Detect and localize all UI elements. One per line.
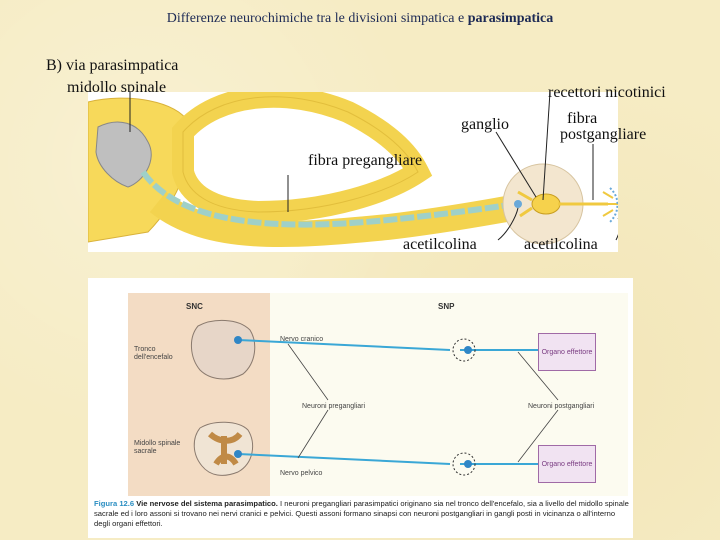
caption-body: I neuroni pregangliari parasimpatici ori… — [94, 499, 629, 528]
title-emphasis: parasimpatica — [467, 11, 554, 26]
acetylcholine-right-label: acetilcolina — [524, 236, 598, 253]
grey-matter-shape — [95, 121, 152, 188]
textbook-figure: SNC SNP Tronco dell'encefalo Midollo spi… — [88, 278, 633, 538]
preganglionic-axon — [140, 170, 517, 228]
cranial-preganglionic-path — [237, 339, 451, 351]
section-label: B) via parasimpatica — [46, 57, 179, 74]
postganglionic-fiber-label-line2: postgangliare — [560, 126, 647, 143]
postganglionic-neuron-body — [531, 193, 561, 215]
acetylcholine-pointer-left — [497, 207, 519, 241]
effector-organ-top: Organo effettore — [538, 333, 596, 371]
title-prefix: Differenze neurochimiche tra le division… — [166, 11, 468, 26]
preganglionic-leader-bottom — [297, 409, 329, 459]
ganglion-circle-bottom — [452, 452, 476, 476]
effector-terminals — [602, 191, 618, 217]
sacral-cord-label-line2: sacrale — [134, 448, 157, 455]
pathway-svg — [88, 92, 618, 248]
slide-title: Differenze neurochimiche tra le division… — [0, 11, 720, 27]
parasympathetic-pathway-illustration — [88, 92, 618, 252]
ganglion-label: ganglio — [461, 116, 509, 133]
postganglionic-processes — [517, 190, 608, 218]
snp-header: SNP — [438, 302, 455, 311]
preganglionic-neurons-label: Neuroni pregangliari — [302, 403, 366, 410]
brainstem-label-line1: Tronco — [134, 346, 156, 353]
synapse-terminal — [514, 200, 522, 208]
acetylcholine-pointer-right — [615, 218, 618, 241]
effector-organ-bottom: Organo effettore — [538, 445, 596, 483]
postganglionic-leader-top — [517, 351, 559, 401]
postganglionic-leader-bottom — [517, 409, 559, 463]
caption-title: Vie nervose del sistema parasimpatico. — [136, 499, 278, 508]
snc-header: SNC — [186, 302, 203, 311]
nerve-loop-outline — [182, 96, 419, 213]
sacral-grey-matter — [207, 431, 243, 466]
caption-figure-number: Figura 12.6 — [94, 499, 135, 508]
brainstem-label-line2: dell'encefalo — [134, 354, 173, 361]
nicotinic-receptors-label: recettori nicotinici — [548, 84, 666, 101]
neuron-markers — [234, 336, 472, 468]
spinal-cord-label: midollo spinale — [67, 79, 167, 96]
figure-svg — [191, 320, 559, 476]
pelvic-preganglionic-path — [237, 453, 451, 465]
ganglion-circle-top — [452, 338, 476, 362]
acetylcholine-left-label: acetilcolina — [403, 236, 477, 253]
figure-caption: Figura 12.6 Vie nervose del sistema para… — [94, 499, 629, 529]
cranial-nerve-label: Nervo cranico — [280, 336, 324, 343]
preganglionic-leader-top — [287, 343, 329, 401]
ganglion-pointer — [495, 131, 537, 198]
postganglionic-fiber-label-line1: fibra — [567, 110, 598, 127]
receptor-pointer — [542, 92, 551, 201]
preganglionic-fiber-label: fibra pregangliare — [308, 152, 423, 169]
postganglionic-neurons-label: Neuroni postgangliari — [528, 403, 595, 410]
brainstem-section — [191, 320, 256, 380]
pelvic-nerve-label: Nervo pelvico — [280, 470, 323, 477]
nerve-trunk — [149, 191, 521, 248]
sacral-cord-label-line1: Midollo spinale — [134, 440, 181, 447]
